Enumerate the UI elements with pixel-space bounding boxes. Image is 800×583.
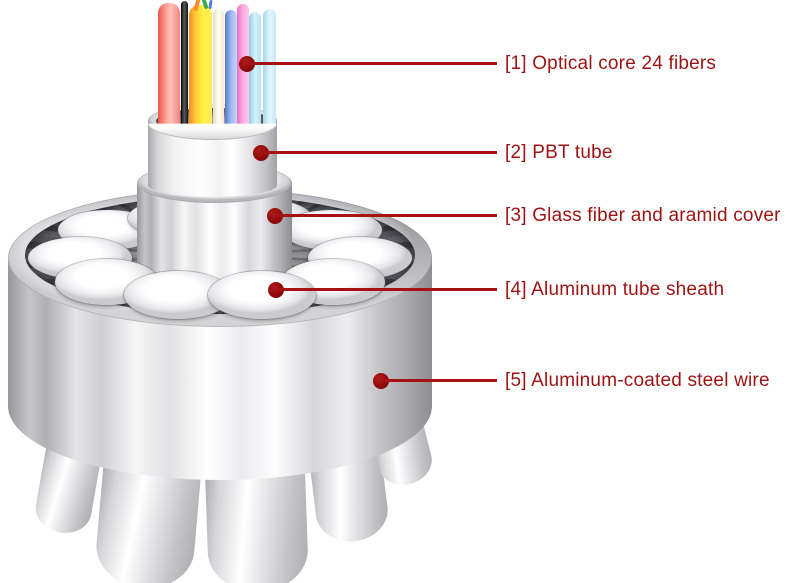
steel-wire-end (208, 271, 316, 319)
optical-fiber-yellow (189, 5, 212, 126)
cable-illustration (8, 0, 437, 583)
callout-label-5: [5] Aluminum-coated steel wire (505, 370, 770, 391)
leader-line-3 (275, 214, 497, 217)
bare-fiber-blue (208, 0, 213, 10)
leader-line-2 (261, 151, 497, 154)
leader-line-5 (381, 379, 497, 382)
optical-fiber-white (213, 9, 224, 126)
optical-fiber-blue (225, 10, 237, 126)
callout-label-1: [1] Optical core 24 fibers (505, 53, 717, 74)
optical-fiber-black (181, 1, 188, 126)
callout-label-2: [2] PBT tube (505, 142, 613, 163)
callout-label-4: [4] Aluminum tube sheath (505, 279, 725, 300)
pbt-rim-front-lip (148, 123, 277, 140)
callout-label-3: [3] Glass fiber and aramid cover (505, 205, 781, 226)
optical-fiber-red (158, 3, 180, 126)
optical-fiber-lightcyan (263, 9, 276, 126)
optical-fiber-cyan (249, 12, 261, 126)
leader-line-4 (276, 288, 497, 291)
leader-line-1 (247, 62, 497, 65)
